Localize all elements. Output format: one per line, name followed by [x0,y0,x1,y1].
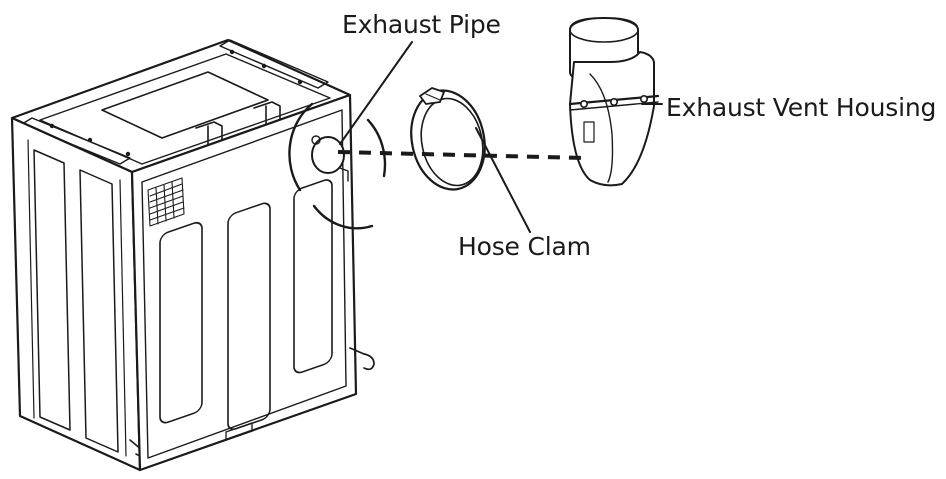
rear-bottom-tab [225,422,253,441]
exhaust-pipe-stub [311,136,345,174]
top-rear-rail [219,39,329,89]
appliance-cabinet [10,38,387,472]
rear-recess-left [159,221,203,424]
vent-grille [147,177,185,227]
top-recess-panel [101,71,269,139]
label-exhaust-vent-housing: Exhaust Vent Housing [666,93,937,122]
rear-hook [349,347,375,371]
top-screws [49,49,303,157]
rear-panel-border [141,109,347,459]
leader-exhaust-pipe [339,41,413,145]
exhaust-vent-housing [568,17,660,187]
left-side-recess-1 [33,149,71,431]
left-side-recess-2 [79,169,119,453]
rear-recess-right [293,179,333,374]
leader-hose-clamp [475,127,531,233]
pipe-highlight-circle [288,102,314,192]
hose-clamp [410,87,486,191]
top-front-rail [21,117,131,165]
label-hose-clamp: Hose Clam [458,232,591,261]
label-exhaust-pipe: Exhaust Pipe [342,10,501,39]
